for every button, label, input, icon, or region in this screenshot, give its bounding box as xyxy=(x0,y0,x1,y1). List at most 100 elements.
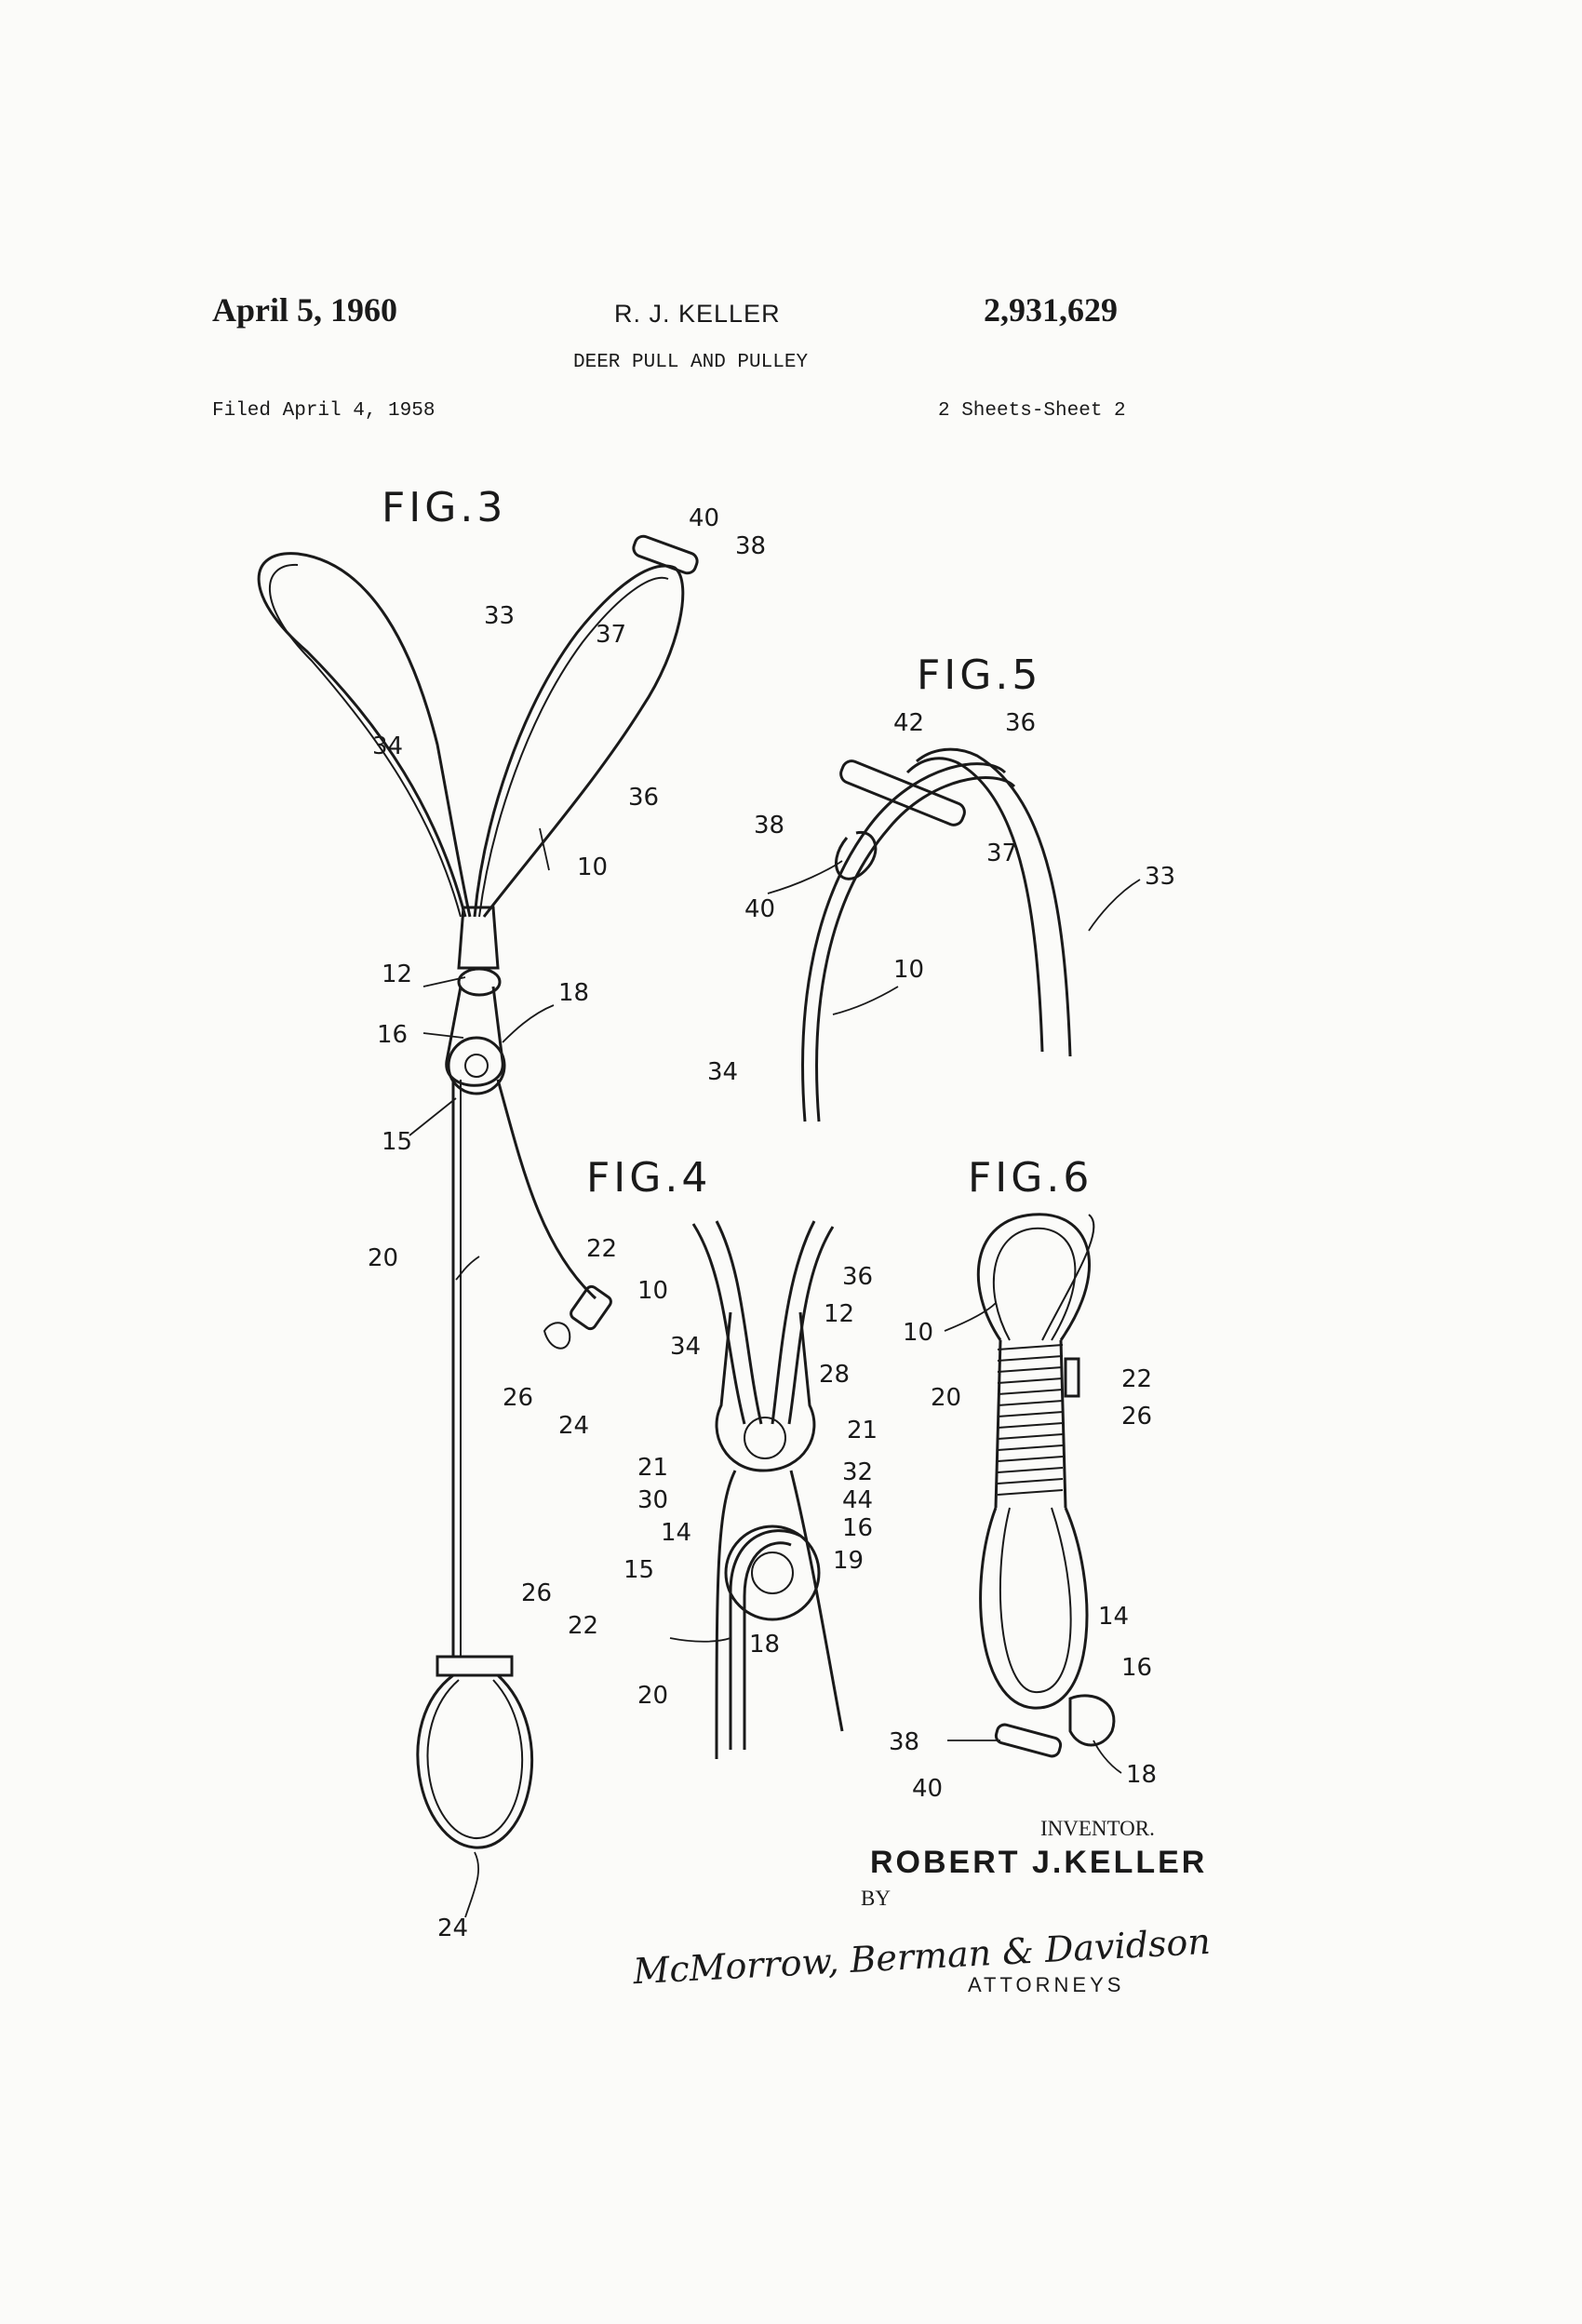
fig6-ref-26: 26 xyxy=(1121,1403,1152,1431)
fig5-ref-10: 10 xyxy=(893,956,924,984)
fig3-loop-24 xyxy=(416,1673,534,1849)
attorneys-label: ATTORNEYS xyxy=(968,1973,1125,1996)
fig4-ref-18: 18 xyxy=(749,1631,780,1659)
fig4-ref-19: 19 xyxy=(833,1547,864,1575)
fig4-ref-30: 30 xyxy=(637,1486,668,1514)
fig6-ref-14: 14 xyxy=(1098,1603,1129,1631)
fig6-loops-top-c xyxy=(1041,1214,1095,1341)
fig3-loop-24-inner xyxy=(426,1679,524,1840)
fig3-ref-12: 12 xyxy=(382,960,412,988)
fig3-rope-to-22 xyxy=(496,1079,597,1300)
fig5-rope-33 xyxy=(905,757,1044,1053)
fig6-ref-20: 20 xyxy=(931,1384,961,1412)
fig5-leader-33 xyxy=(1088,879,1141,932)
fig4-ref-32: 32 xyxy=(842,1458,873,1486)
sheet-count: 2 Sheets-Sheet 2 xyxy=(938,400,1126,422)
fig3-ref-24: 24 xyxy=(558,1412,589,1440)
fig5-label: FIG.5 xyxy=(917,652,1041,699)
fig6-leader-10 xyxy=(944,1302,997,1332)
fig4-ref-16: 16 xyxy=(842,1514,873,1542)
fig6-ref-22: 22 xyxy=(1121,1365,1152,1393)
figure-3: FIG.3 40 38 xyxy=(257,484,766,1942)
fig3-loop-left xyxy=(257,552,472,918)
fig3-clamp-22 xyxy=(436,1655,514,1677)
inventor-header: R. J. KELLER xyxy=(614,300,781,328)
fig4-axle-19 xyxy=(751,1552,794,1594)
fig5-ref-37: 37 xyxy=(986,840,1017,867)
fig6-ref-38: 38 xyxy=(889,1728,919,1756)
fig4-sheave xyxy=(724,1525,821,1621)
fig6-leader-18 xyxy=(1093,1740,1122,1774)
fig4-ref-20: 20 xyxy=(637,1682,668,1710)
fig6-ref-10: 10 xyxy=(903,1319,933,1347)
fig6-coil-wraps xyxy=(997,1344,1064,1496)
fig5-rope-34 xyxy=(801,762,1007,1122)
fig4-rope-34b xyxy=(715,1220,763,1425)
fig3-pulley-strap xyxy=(445,986,504,1087)
fig4-rope-34 xyxy=(691,1223,746,1425)
fig3-toggle-pin xyxy=(632,534,699,575)
fig6-toggle-38 xyxy=(994,1723,1063,1758)
fig5-rope-33b xyxy=(916,747,1072,1057)
fig6-ref-40: 40 xyxy=(912,1775,943,1803)
fig3-ref-34: 34 xyxy=(372,732,403,760)
inventor-label: INVENTOR. xyxy=(1040,1817,1155,1840)
fig3-ref-38: 38 xyxy=(735,532,766,560)
fig5-leader-40 xyxy=(767,860,843,894)
fig3-ring xyxy=(457,967,502,997)
fig4-ring-14 xyxy=(744,1417,786,1459)
fig3-clip-26 xyxy=(543,1322,571,1350)
fig5-loop-40 xyxy=(835,830,878,880)
fig3-pulley-axle xyxy=(464,1054,489,1078)
fig3-ref-16: 16 xyxy=(377,1021,408,1049)
fig5-ref-34: 34 xyxy=(707,1058,738,1086)
fig4-leader-20 xyxy=(669,1637,731,1643)
fig3-leader-18 xyxy=(502,1004,555,1043)
fig6-coil-left xyxy=(994,1339,1002,1509)
fig4-pulley-cheek xyxy=(715,1470,737,1760)
fig3-ref-22: 22 xyxy=(586,1235,617,1263)
fig3-sleeve xyxy=(457,906,500,970)
fig4-rope-36 xyxy=(771,1220,816,1425)
inventor-name: ROBERT J.KELLER xyxy=(870,1845,1208,1880)
fig6-clip-22 xyxy=(1064,1357,1080,1398)
fig3-ref-36: 36 xyxy=(628,784,659,812)
fig3-ref-40: 40 xyxy=(689,504,719,532)
fig5-toggle-38 xyxy=(839,759,966,826)
fig5-ref-38: 38 xyxy=(754,812,784,840)
fig3-pulley-wheel xyxy=(447,1036,506,1095)
fig3-loop-left-inner xyxy=(269,563,462,918)
fig4-ref-44: 44 xyxy=(842,1486,873,1514)
fig5-ref-42: 42 xyxy=(893,709,924,737)
filed-date: Filed April 4, 1958 xyxy=(212,400,436,422)
fig5-leader-10 xyxy=(832,986,899,1015)
fig4-ref-12: 12 xyxy=(824,1300,854,1328)
fig6-loops-bottom xyxy=(979,1507,1089,1710)
fig4-ref-34: 34 xyxy=(670,1333,701,1361)
fig4-rope-20b xyxy=(743,1541,792,1750)
fig4-ref-28: 28 xyxy=(819,1361,850,1389)
fig3-leader-15 xyxy=(409,1097,457,1136)
fig3-ref-22b: 22 xyxy=(568,1612,598,1640)
fig4-pulley-cheek-r xyxy=(789,1470,844,1732)
fig4-rope-20 xyxy=(729,1529,801,1750)
fig3-leader-16 xyxy=(422,1032,464,1039)
fig3-clip-22 xyxy=(570,1284,612,1331)
fig6-loops-top-b xyxy=(992,1227,1077,1341)
patent-number: 2,931,629 xyxy=(984,291,1118,329)
fig3-loop-right-inner xyxy=(478,576,669,918)
fig5-ref-33: 33 xyxy=(1145,863,1175,891)
fig4-sleeve-12 xyxy=(715,1311,816,1472)
fig5-ref-40: 40 xyxy=(744,895,775,923)
fig3-ref-20: 20 xyxy=(368,1244,398,1272)
fig6-pulley xyxy=(1068,1694,1116,1747)
fig3-leader-24 xyxy=(464,1851,479,1918)
fig3-leader-20 xyxy=(455,1256,480,1281)
fig4-ref-15: 15 xyxy=(623,1556,654,1584)
fig3-leader-10 xyxy=(539,827,550,871)
fig3-leader-12 xyxy=(422,976,466,987)
fig4-rope-36b xyxy=(787,1226,835,1425)
fig4-ref-21b: 21 xyxy=(637,1454,668,1482)
fig6-ref-16: 16 xyxy=(1121,1654,1152,1682)
